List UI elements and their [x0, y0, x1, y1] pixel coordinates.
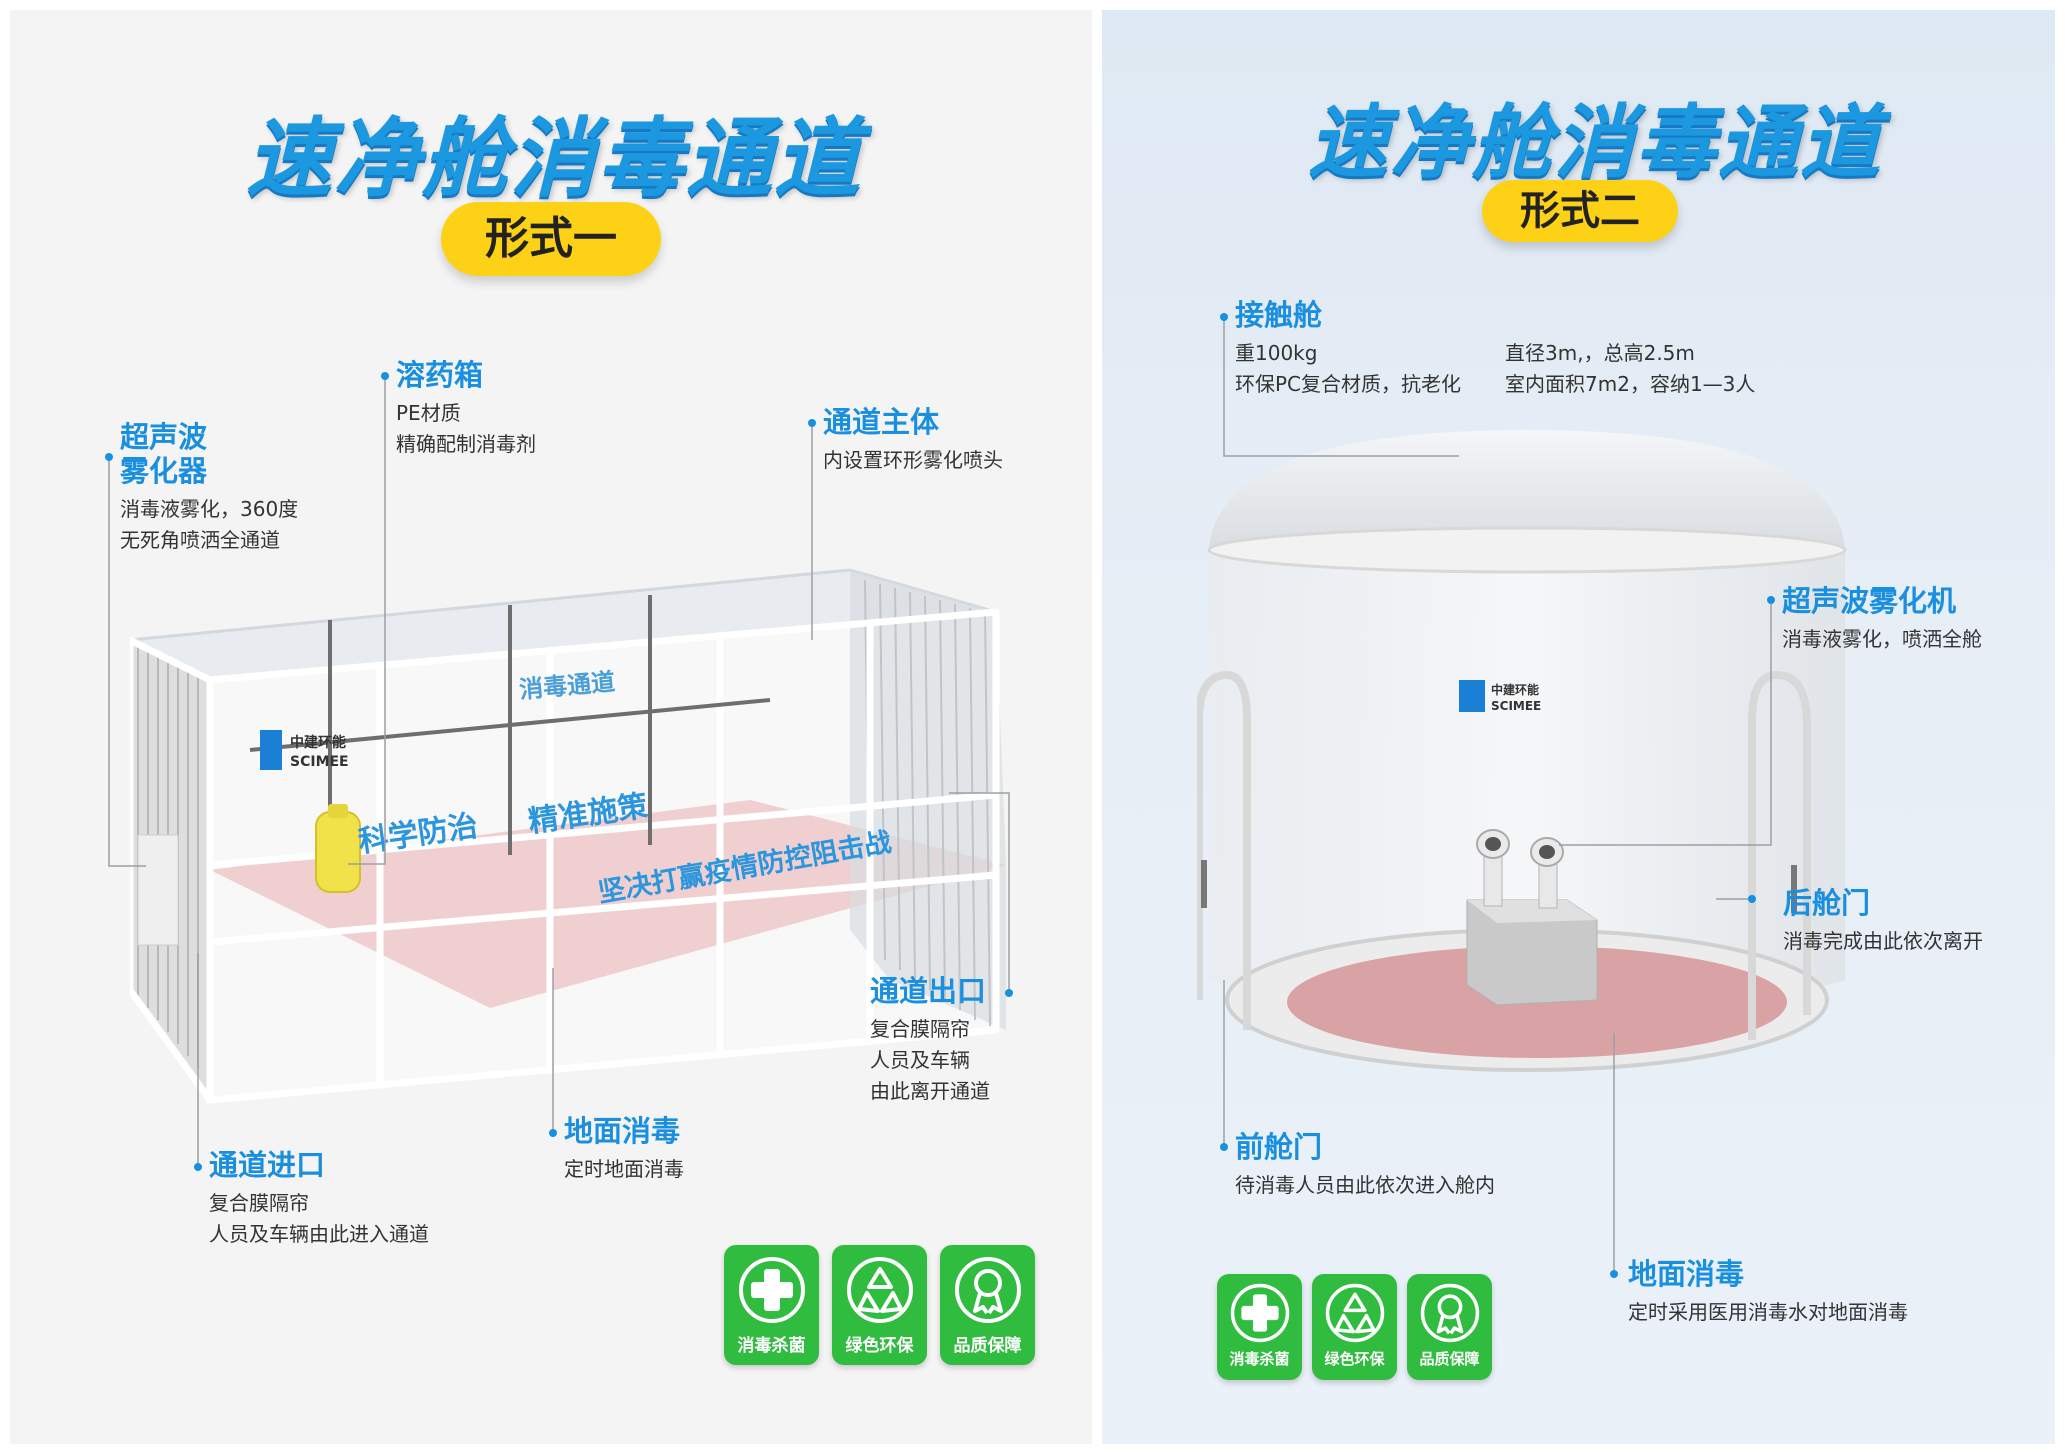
front-door: [1197, 670, 1251, 1030]
atomizer-desc-2: 无死角喷洒全通道: [120, 528, 280, 552]
rear-door-desc: 消毒完成由此依次离开: [1783, 929, 1983, 953]
floor-desc: 定时地面消毒: [564, 1157, 684, 1181]
exit-desc-2: 人员及车辆: [870, 1048, 970, 1072]
channel-illustration: 中建环能 SCIMEE 消毒通道 科学防治 精准施策 坚决打赢疫情防控阻击战: [130, 568, 1006, 1104]
cabin-desc-1: 重100kg: [1235, 341, 1318, 365]
atomizer-title-1: 超声波: [120, 420, 208, 454]
rear-door-title: 后舱门: [1783, 886, 1871, 920]
exit-desc-1: 复合膜隔帘: [870, 1017, 970, 1041]
callout-atomizer: 超声波 雾化器 消毒液雾化，360度 无死角喷洒全通道: [120, 420, 298, 556]
scimee-logo-icon: [260, 730, 282, 770]
atomizer-machine-title: 超声波雾化机: [1782, 584, 1957, 618]
award-ribbon-icon: [1420, 1283, 1479, 1343]
callout-atomizer-machine: 超声波雾化机 消毒液雾化，喷洒全舱: [1782, 584, 1982, 655]
right-title: 速净舱消毒通道: [1308, 96, 1882, 189]
badge-quality: 品质保障: [1407, 1274, 1492, 1380]
dome-cap: [1209, 430, 1845, 550]
left-title: 速净舱消毒通道: [246, 109, 862, 209]
left-subtitle-badge: 形式一: [441, 202, 661, 276]
badge-eco: 绿色环保: [1312, 1274, 1397, 1380]
entrance-title: 通道进口: [209, 1148, 326, 1182]
atomizer-machine-desc: 消毒液雾化，喷洒全舱: [1782, 627, 1982, 651]
chemical-tank: [315, 811, 361, 893]
recycle-icon: [1325, 1283, 1384, 1343]
logo-cn: 中建环能: [290, 734, 346, 751]
channel-body-desc: 内设置环形雾化喷头: [823, 448, 1003, 472]
badge-quality: 品质保障: [940, 1245, 1035, 1365]
tank-desc-1: PE材质: [396, 401, 461, 425]
exit-desc-3: 由此离开通道: [870, 1079, 990, 1103]
callout-contact-cabin: 接触舱 重100kg 环保PC复合材质，抗老化 直径3m,，总高2.5m 室内面…: [1235, 298, 1755, 400]
cabin-illustration: 中建环能 SCIMEE: [1197, 430, 1847, 1072]
floor-right-desc: 定时采用医用消毒水对地面消毒: [1628, 1300, 1908, 1324]
right-panel: 速净舱消毒通道 形式二: [1102, 10, 2055, 1444]
front-door-title: 前舱门: [1235, 1130, 1323, 1164]
atomizer-desc-1: 消毒液雾化，360度: [120, 497, 299, 521]
floor-title: 地面消毒: [564, 1114, 681, 1148]
right-subtitle-badge: 形式二: [1482, 180, 1678, 242]
medical-cross-icon: [738, 1257, 805, 1323]
cabin-desc-3: 直径3m,，总高2.5m: [1505, 341, 1695, 365]
logo-en: SCIMEE: [290, 754, 349, 770]
logo-cn: 中建环能: [1491, 682, 1539, 697]
callout-channel-body: 通道主体 内设置环形雾化喷头: [823, 405, 1003, 476]
award-ribbon-icon: [954, 1257, 1021, 1323]
callout-exit: 通道出口 复合膜隔帘 人员及车辆 由此离开通道: [870, 974, 990, 1107]
tank-desc-2: 精确配制消毒剂: [396, 432, 536, 456]
right-feature-badges: 消毒杀菌 绿色环保 品质保障: [1217, 1274, 1502, 1380]
badge-disinfection: 消毒杀菌: [1217, 1274, 1302, 1380]
callout-front-door: 前舱门 待消毒人员由此依次进入舱内: [1235, 1130, 1495, 1201]
floor-right-title: 地面消毒: [1628, 1257, 1745, 1291]
contact-cabin-title: 接触舱: [1235, 298, 1323, 332]
atomizer-unit: [137, 834, 179, 946]
callout-floor-right: 地面消毒 定时采用医用消毒水对地面消毒: [1628, 1257, 1908, 1328]
tank-title: 溶药箱: [396, 358, 484, 392]
logo-en: SCIMEE: [1491, 699, 1541, 713]
channel-body-title: 通道主体: [823, 405, 940, 439]
entrance-desc-1: 复合膜隔帘: [209, 1191, 309, 1215]
exit-title: 通道出口: [870, 974, 987, 1008]
callout-tank: 溶药箱 PE材质 精确配制消毒剂: [396, 358, 536, 460]
left-panel: 速净舱消毒通道 形式一: [10, 10, 1092, 1444]
front-door-desc: 待消毒人员由此依次进入舱内: [1235, 1173, 1495, 1197]
left-feature-badges: 消毒杀菌 绿色环保 品质保障: [724, 1245, 1048, 1365]
medical-cross-icon: [1230, 1283, 1289, 1343]
callout-floor: 地面消毒 定时地面消毒: [564, 1114, 684, 1185]
badge-disinfection: 消毒杀菌: [724, 1245, 819, 1365]
floor-surface: [210, 800, 1006, 1008]
cabin-desc-2: 环保PC复合材质，抗老化: [1235, 372, 1462, 396]
entrance-desc-2: 人员及车辆由此进入通道: [209, 1222, 429, 1246]
callout-rear-door: 后舱门 消毒完成由此依次离开: [1783, 886, 1983, 957]
cabin-desc-4: 室内面积7m2，容纳1—3人: [1505, 372, 1756, 396]
recycle-icon: [846, 1257, 913, 1323]
badge-eco: 绿色环保: [832, 1245, 927, 1365]
atomizer-title-2: 雾化器: [120, 454, 208, 488]
scimee-logo-icon: [1459, 680, 1485, 712]
callout-entrance: 通道进口 复合膜隔帘 人员及车辆由此进入通道: [209, 1148, 429, 1250]
